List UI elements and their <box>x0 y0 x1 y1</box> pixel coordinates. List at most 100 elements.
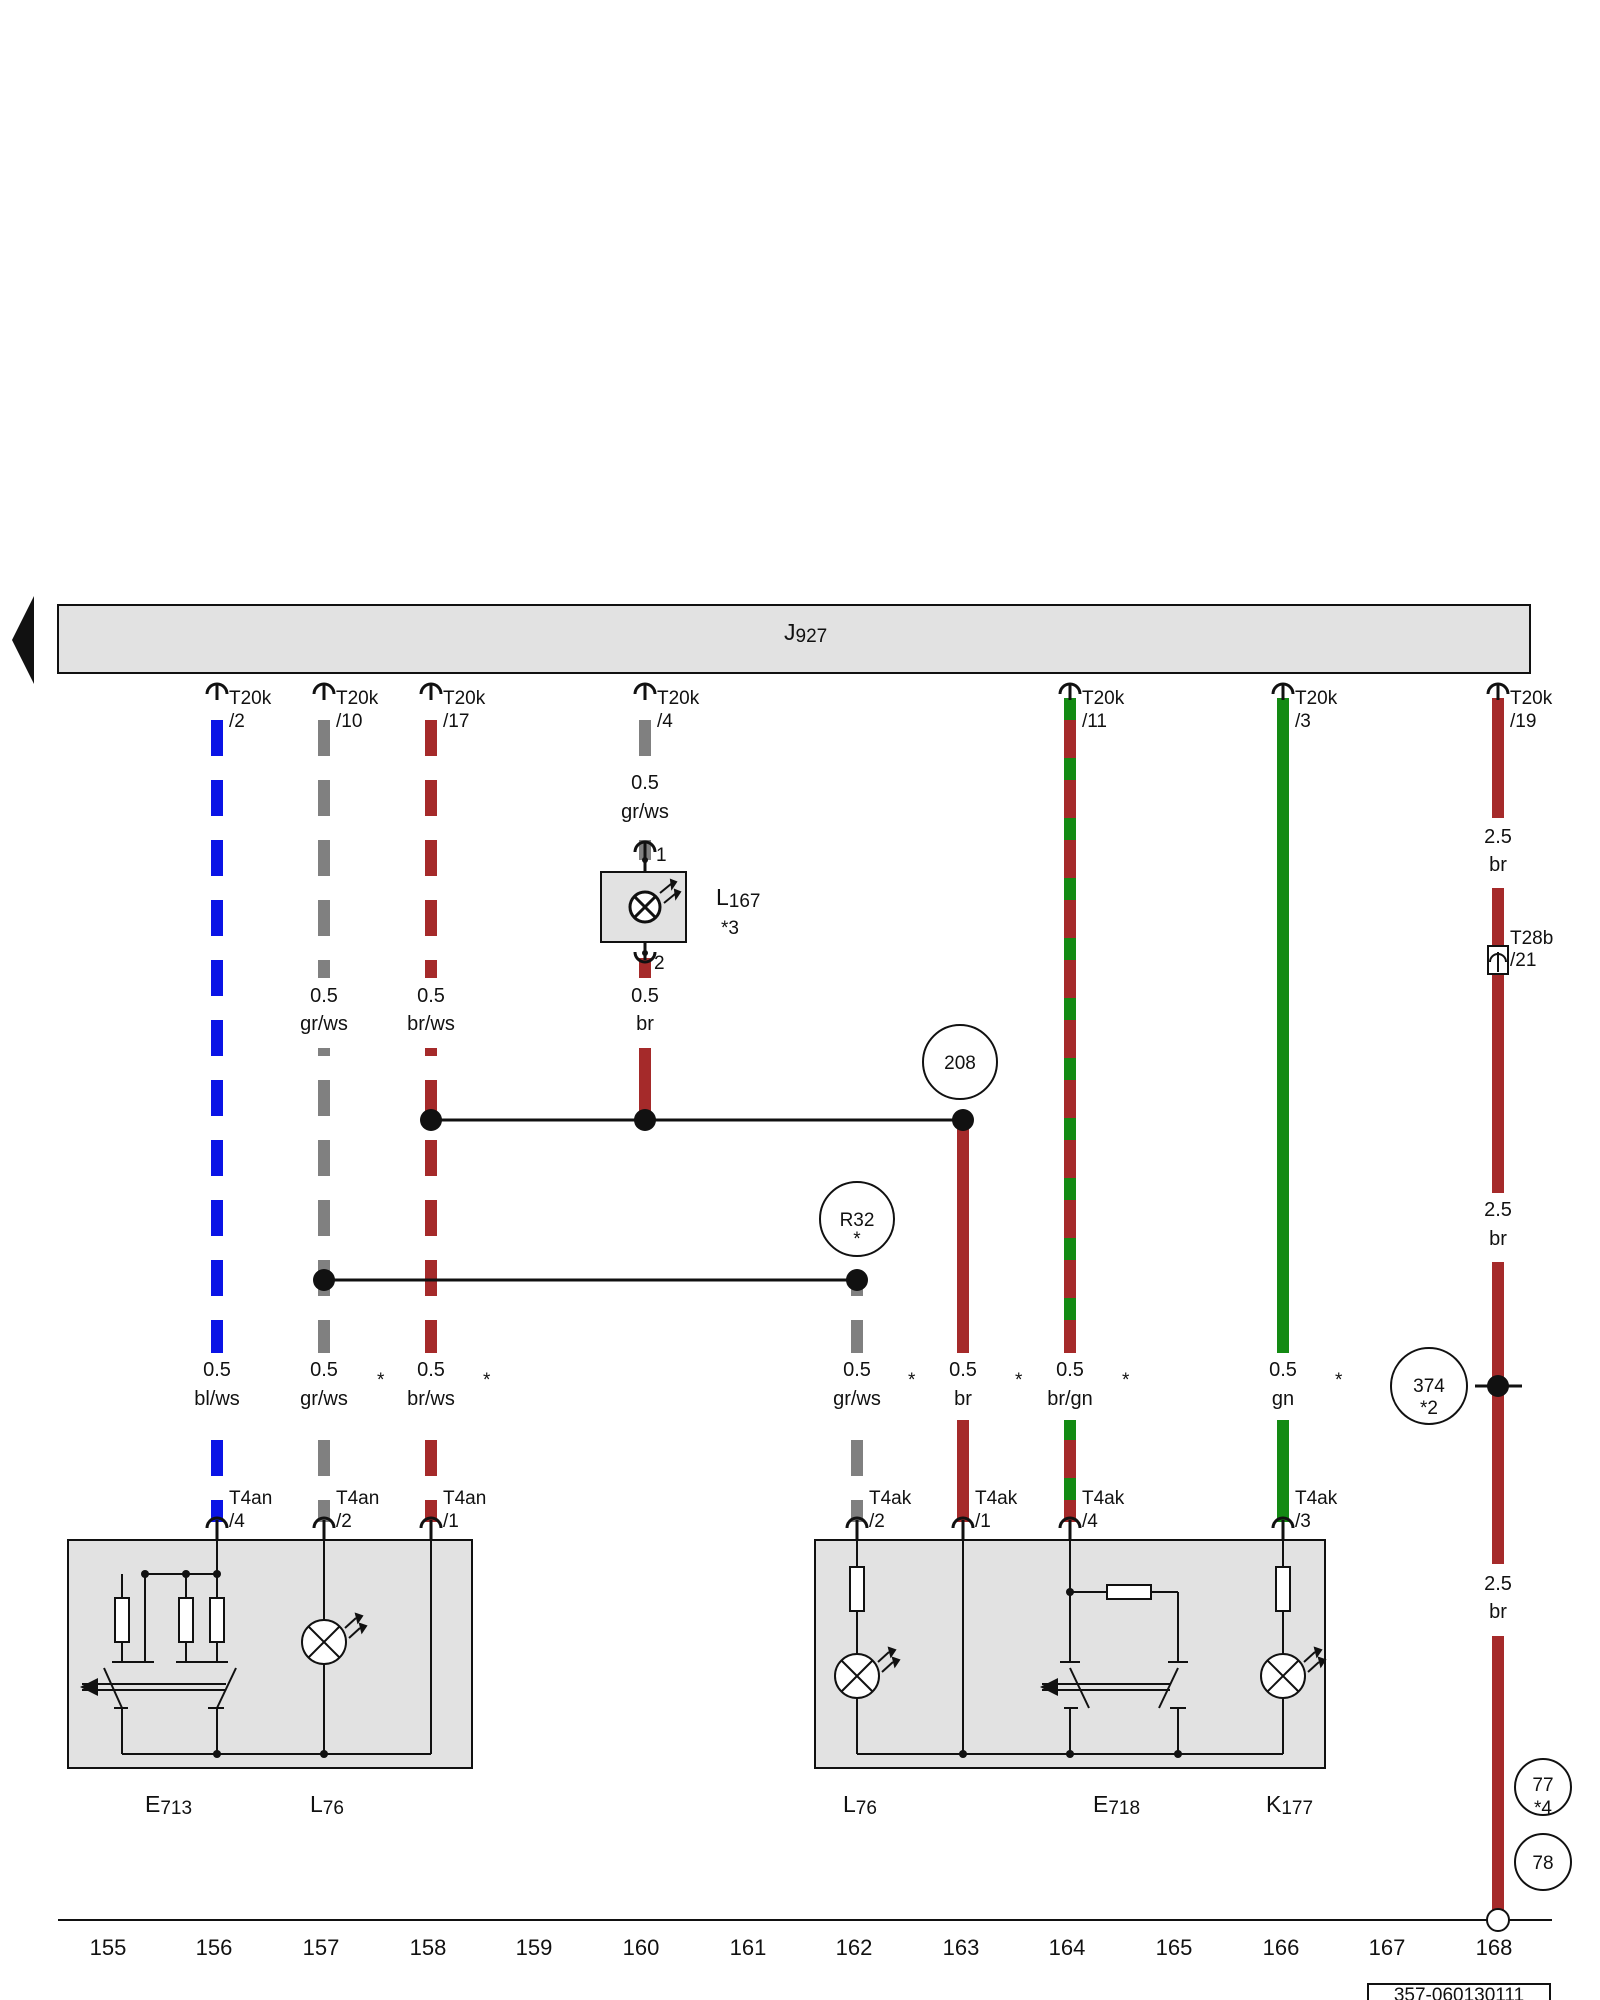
svg-text:/2: /2 <box>869 1511 885 1532</box>
svg-text:158: 158 <box>410 1935 447 1960</box>
wire-gn-lower <box>1277 1420 1289 1522</box>
svg-text:157: 157 <box>303 1935 340 1960</box>
wire-gr-ws-160 <box>639 698 651 766</box>
svg-text:77: 77 <box>1532 1775 1553 1796</box>
ref-r32: R32 * <box>819 1181 895 1257</box>
svg-text:0.5: 0.5 <box>417 985 445 1007</box>
svg-text:T4ak: T4ak <box>869 1488 912 1509</box>
junction-dot <box>1487 1375 1509 1397</box>
svg-text:/17: /17 <box>443 711 469 732</box>
wire-br-ws-158-c <box>425 1420 437 1522</box>
svg-text:0.5: 0.5 <box>310 985 338 1007</box>
control-unit-j927 <box>57 604 1531 674</box>
svg-text:br/ws: br/ws <box>407 1013 455 1035</box>
wire-br-168-d <box>1492 1636 1504 1914</box>
svg-text:L76: L76 <box>843 1791 877 1819</box>
svg-text:166: 166 <box>1263 1935 1300 1960</box>
svg-text:*: * <box>377 1370 385 1391</box>
svg-text:*: * <box>483 1370 491 1391</box>
svg-text:160: 160 <box>623 1935 660 1960</box>
l167-note: *3 <box>721 918 739 939</box>
svg-text:0.5: 0.5 <box>631 772 659 794</box>
wire-br-gn-upper <box>1064 698 1076 1353</box>
svg-text:gr/ws: gr/ws <box>621 801 669 823</box>
svg-text:0.5: 0.5 <box>843 1359 871 1381</box>
svg-text:/2: /2 <box>229 711 245 732</box>
wire-gr-ws-162-a <box>851 1280 863 1353</box>
connector-icon <box>633 682 657 700</box>
svg-text:*4: *4 <box>1534 1798 1552 1819</box>
wire-gn-upper <box>1277 698 1289 1353</box>
ground-point <box>1486 1908 1510 1932</box>
light-rays-icon <box>344 1612 368 1639</box>
svg-text:L76: L76 <box>310 1791 344 1819</box>
connector-icon <box>205 1516 229 1540</box>
svg-text:T4an: T4an <box>443 1488 486 1509</box>
svg-text:T4an: T4an <box>336 1488 379 1509</box>
connector-icon <box>1058 1516 1082 1540</box>
svg-text:br: br <box>1489 1601 1507 1623</box>
svg-text:0.5: 0.5 <box>949 1359 977 1381</box>
svg-text:T20k: T20k <box>443 688 486 709</box>
l167-pin-1: 1 <box>656 845 667 866</box>
svg-text:159: 159 <box>516 1935 553 1960</box>
svg-text:78: 78 <box>1532 1853 1553 1874</box>
svg-text:T20k: T20k <box>229 688 272 709</box>
ref-77: 77 *4 <box>1514 1758 1572 1819</box>
connector-icon <box>419 1516 443 1540</box>
switch-actuator-icon <box>80 1678 98 1696</box>
svg-text:bl/ws: bl/ws <box>194 1388 240 1410</box>
wire-bl-ws-upper <box>211 698 223 1353</box>
svg-text:T4ak: T4ak <box>975 1488 1018 1509</box>
wire-gr-ws-157-a <box>318 698 330 978</box>
switch-actuator-icon <box>1040 1678 1058 1696</box>
lamp-l167: 1 2 L167 *3 <box>600 840 761 974</box>
wire-gr-ws-162-b <box>851 1420 863 1522</box>
resistor-icon <box>114 1597 130 1643</box>
svg-text:E713: E713 <box>145 1791 192 1819</box>
wire-br-168-a <box>1492 698 1504 818</box>
svg-text:0.5: 0.5 <box>417 1359 445 1381</box>
svg-text:/4: /4 <box>657 711 673 732</box>
svg-text:/21: /21 <box>1510 950 1536 971</box>
svg-text:/3: /3 <box>1295 1511 1311 1532</box>
ref-208: 208 <box>922 1024 998 1100</box>
resistor-icon <box>209 1597 225 1643</box>
connector-icon <box>312 682 336 700</box>
svg-text:357-060130111: 357-060130111 <box>1394 1985 1524 2000</box>
svg-text:T4an: T4an <box>229 1488 272 1509</box>
svg-text:br: br <box>1489 854 1507 876</box>
svg-text:374: 374 <box>1413 1376 1445 1397</box>
svg-text:*: * <box>853 1229 861 1250</box>
svg-text:T4ak: T4ak <box>1082 1488 1125 1509</box>
svg-text:155: 155 <box>90 1935 127 1960</box>
l167-label: L167 <box>716 884 761 912</box>
svg-text:gr/ws: gr/ws <box>300 1388 348 1410</box>
connector-icon <box>1486 682 1510 700</box>
svg-text:gr/ws: gr/ws <box>833 1388 881 1410</box>
wire-gr-ws-157-b <box>318 1048 330 1353</box>
svg-text:/1: /1 <box>443 1511 459 1532</box>
svg-text:/2: /2 <box>336 1511 352 1532</box>
wire-br-ws-158-b <box>425 1048 437 1353</box>
svg-text:br: br <box>954 1388 972 1410</box>
svg-text:*: * <box>908 1370 916 1391</box>
svg-text:*: * <box>1015 1370 1023 1391</box>
svg-text:E718: E718 <box>1093 1791 1140 1819</box>
svg-text:br: br <box>1489 1228 1507 1250</box>
resistor-icon <box>1275 1566 1291 1612</box>
branch-lines <box>324 1118 1522 1388</box>
svg-text:T20k: T20k <box>1510 688 1553 709</box>
j927-label: J927 <box>784 619 827 647</box>
svg-text:0.5: 0.5 <box>310 1359 338 1381</box>
svg-text:/19: /19 <box>1510 711 1536 732</box>
svg-text:2.5: 2.5 <box>1484 1199 1512 1221</box>
wire-br-gn-lower <box>1064 1420 1076 1522</box>
ref-78: 78 <box>1514 1833 1572 1891</box>
connector-t28b: T28b /21 <box>1487 928 1553 975</box>
svg-text:167: 167 <box>1369 1935 1406 1960</box>
svg-text:0.5: 0.5 <box>1056 1359 1084 1381</box>
svg-text:/11: /11 <box>1082 711 1107 732</box>
svg-text:168: 168 <box>1476 1935 1513 1960</box>
